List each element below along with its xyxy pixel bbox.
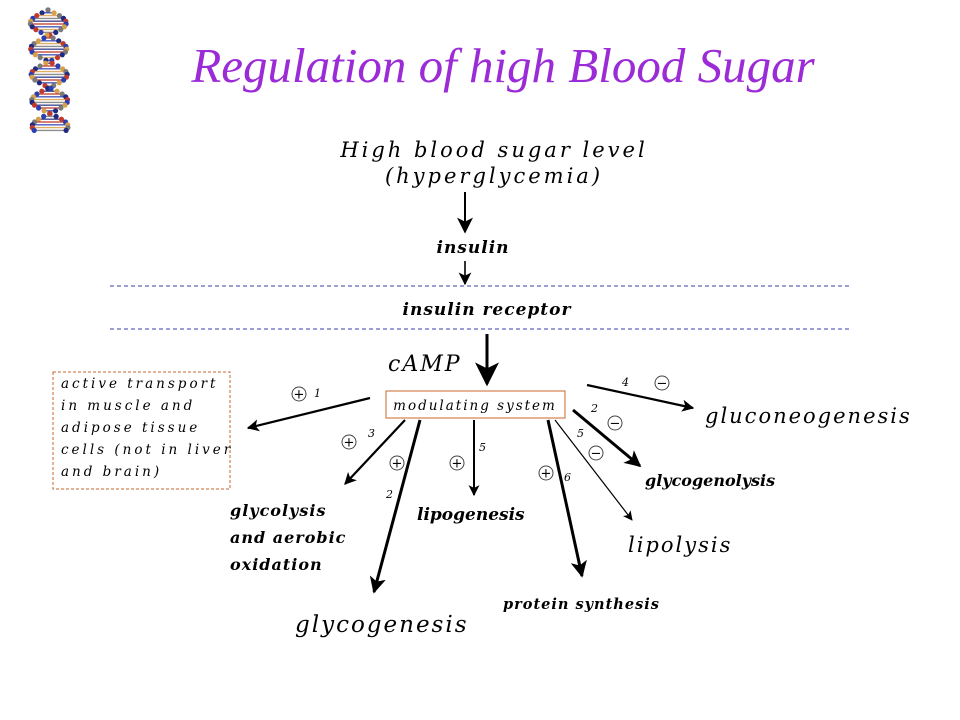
glycogenolysis-label: glycogenolysis <box>645 471 775 490</box>
gluconeogenesis-label: gluconeogenesis <box>705 404 912 428</box>
minus-sign-glyph: − <box>657 377 668 392</box>
active-transport-line: active transport <box>61 376 218 392</box>
minus-sign-icon <box>588 445 604 461</box>
hyperglycemia-label-line1: High blood sugar level <box>339 138 647 162</box>
active-transport-box <box>52 371 231 490</box>
camp-label: cAMP <box>388 352 462 377</box>
arrow-to-glycogenolysis <box>572 408 642 468</box>
plus-sign-glyph: + <box>392 457 403 472</box>
lipogenesis-label: lipogenesis <box>417 505 525 525</box>
minus-sign-icon <box>654 375 670 391</box>
plus-sign-glyph: + <box>452 457 463 472</box>
active-transport-line: adipose tissue <box>61 420 200 436</box>
pathway-number: 5 <box>577 427 584 440</box>
protein-synthesis-label: protein synthesis <box>503 596 660 613</box>
pathway-number: 2 <box>590 402 598 415</box>
minus-sign-icon <box>607 415 623 431</box>
arrow-to-lipolysis <box>554 419 633 521</box>
glycolysis-label-line: glycolysis <box>230 501 326 520</box>
insulin-label: insulin <box>436 238 509 258</box>
active-transport-line: cells (not in liver <box>61 442 233 458</box>
glycolysis-label: glycolysis and aerobic oxidation <box>230 501 346 574</box>
arrow-to-glycolysis <box>344 419 406 485</box>
pathway-number: 4 <box>621 376 629 389</box>
minus-sign-glyph: − <box>610 417 621 432</box>
arrow-to-glycogenesis <box>369 419 422 594</box>
arrow-to-gluconeogenesis <box>586 383 695 412</box>
dna-helix-icon <box>27 7 71 133</box>
pathway-number: 5 <box>479 441 486 454</box>
active-transport-text: active transport in muscle and adipose tis… <box>61 376 233 480</box>
arrow-to-protein-synthesis <box>546 419 587 578</box>
pathway-number: 1 <box>314 387 321 400</box>
plus-sign-glyph: + <box>541 467 552 482</box>
regulation-signs: +1+3+2+5+6−5−2−4 <box>291 375 670 501</box>
modulating-system-box <box>385 390 566 419</box>
arrow-to-transport <box>246 396 371 432</box>
pathway-number: 3 <box>368 427 375 440</box>
plus-sign-icon <box>291 386 307 402</box>
plus-sign-glyph: + <box>344 436 355 451</box>
plus-sign-glyph: + <box>294 388 305 403</box>
plus-sign-icon <box>389 455 405 471</box>
glycolysis-label-line: and aerobic <box>230 528 346 547</box>
lipolysis-label: lipolysis <box>628 533 732 557</box>
page-title: Regulation of high Blood Sugar <box>190 38 815 93</box>
minus-sign-glyph: − <box>591 447 602 462</box>
plus-sign-icon <box>341 434 357 450</box>
active-transport-line: in muscle and <box>61 398 195 414</box>
glycolysis-label-line: oxidation <box>230 555 323 574</box>
pathway-number: 2 <box>385 488 393 501</box>
hyperglycemia-label-line2: (hyperglycemia) <box>385 164 603 188</box>
active-transport-line: and brain) <box>61 464 162 480</box>
plus-sign-icon <box>449 455 465 471</box>
plus-sign-icon <box>538 465 554 481</box>
glycogenesis-label: glycogenesis <box>295 612 469 638</box>
modulating-system-label: modulating system <box>393 398 557 414</box>
insulin-receptor-label: insulin receptor <box>403 300 572 320</box>
pathway-number: 6 <box>564 471 571 484</box>
